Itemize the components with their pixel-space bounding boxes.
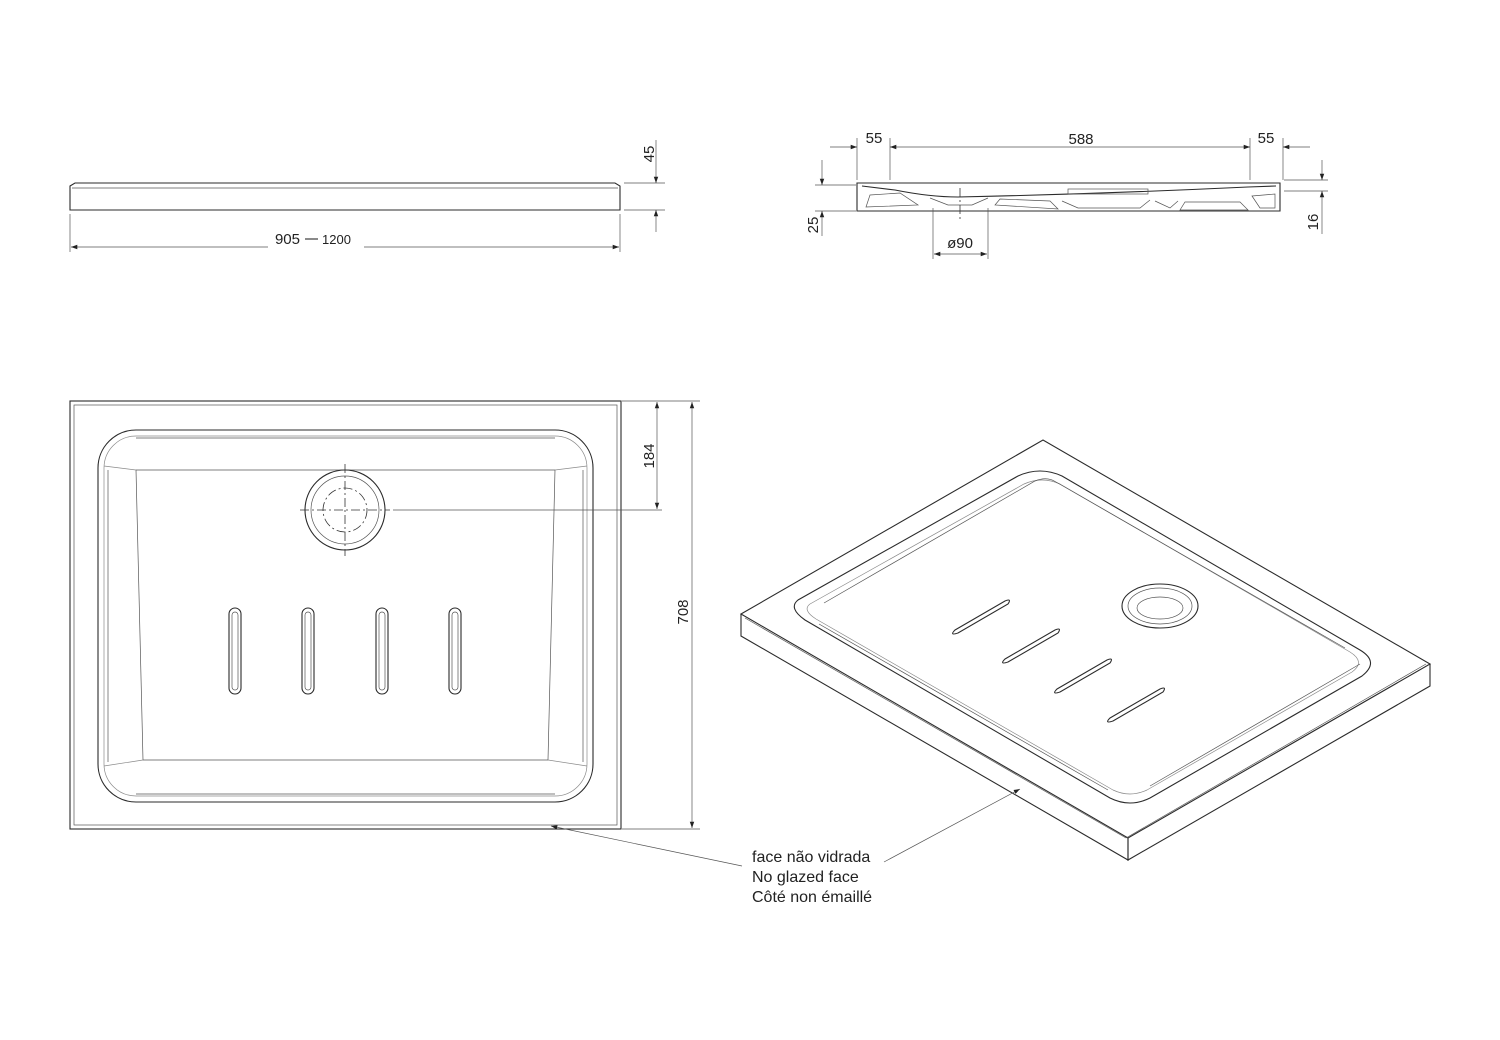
isometric-view bbox=[739, 439, 1432, 861]
iso-top-face bbox=[739, 439, 1432, 839]
note-leader-plan bbox=[550, 825, 743, 867]
drain-diameter-label: ø90 bbox=[947, 235, 973, 252]
drain-offset-label: 184 bbox=[641, 443, 658, 468]
iso-side-face bbox=[1127, 664, 1431, 861]
section-height-label: 25 bbox=[805, 217, 822, 234]
plan-view: 184 708 bbox=[69, 400, 700, 830]
inner-depth-label: 16 bbox=[1305, 214, 1322, 231]
plan-width-label: 708 bbox=[675, 599, 692, 624]
iso-grooves bbox=[952, 599, 1165, 723]
side-view: 905 1200 45 bbox=[69, 140, 665, 252]
iso-basin-rim bbox=[793, 470, 1372, 804]
note-line-fr: Côté non émaillé bbox=[752, 889, 872, 906]
basin-outer bbox=[97, 429, 594, 803]
right-margin-label: 55 bbox=[1258, 130, 1275, 147]
side-view-profile bbox=[69, 182, 621, 211]
iso-drain bbox=[1121, 583, 1199, 629]
left-margin-label: 55 bbox=[866, 130, 883, 147]
iso-front-face bbox=[740, 614, 1129, 861]
plan-outline bbox=[69, 400, 622, 830]
section-view: 55 588 55 25 16 ø90 bbox=[805, 130, 1328, 259]
height-label: 45 bbox=[641, 146, 658, 163]
note-line-en: No glazed face bbox=[752, 869, 859, 886]
note-leader-iso bbox=[883, 788, 1021, 863]
length-label-max: 1200 bbox=[322, 232, 351, 247]
length-label: 905 bbox=[275, 231, 300, 248]
section-outline bbox=[856, 182, 1281, 212]
unglazed-face-note: face não vidrada No glazed face Côté non… bbox=[550, 788, 1021, 906]
note-line-pt: face não vidrada bbox=[752, 849, 870, 866]
center-span-label: 588 bbox=[1068, 131, 1093, 148]
plan-grooves bbox=[228, 607, 462, 695]
